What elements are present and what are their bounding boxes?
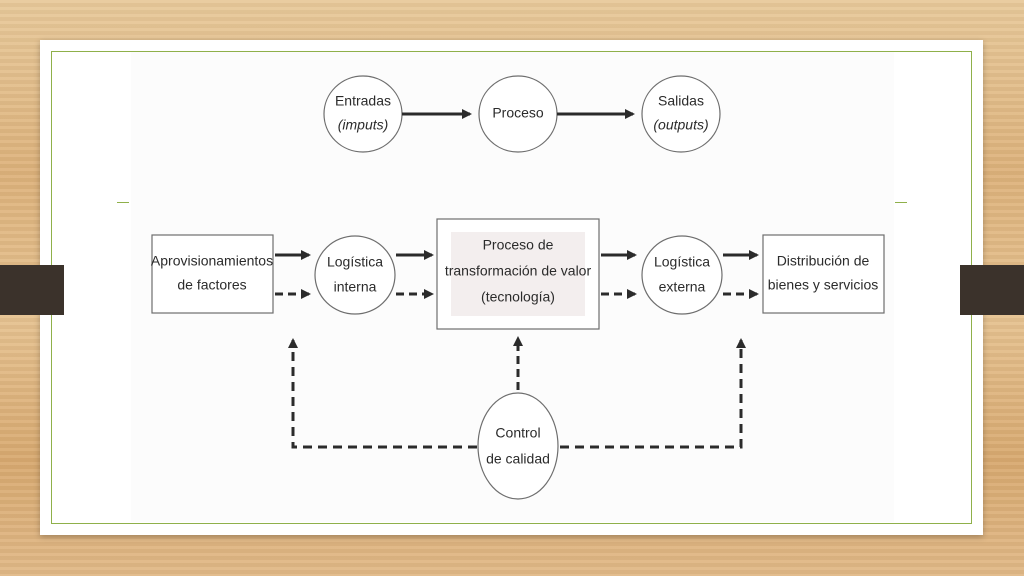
external-logistics-node: Logística externa — [641, 235, 723, 315]
distribution-label: Distribución de — [777, 253, 870, 269]
internal-logistics-node: Logística interna — [314, 235, 396, 315]
transformation-technology: (tecnología) — [481, 289, 555, 305]
left-binder-clip — [0, 265, 64, 315]
process-node: Proceso — [478, 75, 558, 153]
internal-logistics-sublabel: interna — [334, 279, 377, 295]
dashed-arrow-control-to-external — [560, 338, 746, 449]
supply-box: Aprovisionamientos de factores — [151, 234, 274, 314]
internal-logistics-label: Logística — [327, 254, 383, 270]
inputs-sublabel: (imputs) — [338, 117, 389, 133]
decorative-line-left — [117, 202, 129, 203]
right-binder-clip — [960, 265, 1024, 315]
supply-sublabel: de factores — [177, 277, 246, 293]
distribution-box: Distribución de bienes y servicios — [762, 234, 885, 314]
transformation-label: Proceso de — [483, 237, 554, 253]
quality-control-label: Control — [495, 425, 540, 441]
transformation-sublabel: transformación de valor — [445, 263, 592, 279]
outputs-node: Salidas (outputs) — [641, 75, 721, 153]
decorative-line-right — [895, 202, 907, 203]
quality-control-sublabel: de calidad — [486, 451, 550, 467]
dashed-arrow-control-to-internal — [288, 338, 477, 449]
process-label: Proceso — [492, 105, 544, 121]
transformation-box: Proceso de transformación de valor (tecn… — [436, 218, 600, 330]
supply-label: Aprovisionamientos — [151, 253, 273, 269]
external-logistics-label: Logística — [654, 254, 710, 270]
outputs-label: Salidas — [658, 93, 704, 109]
quality-control-node: Control de calidad — [477, 392, 559, 500]
distribution-sublabel: bienes y servicios — [768, 277, 879, 293]
outputs-sublabel: (outputs) — [653, 117, 708, 133]
inputs-node: Entradas (imputs) — [323, 75, 403, 153]
external-logistics-sublabel: externa — [659, 279, 706, 295]
inputs-label: Entradas — [335, 93, 391, 109]
